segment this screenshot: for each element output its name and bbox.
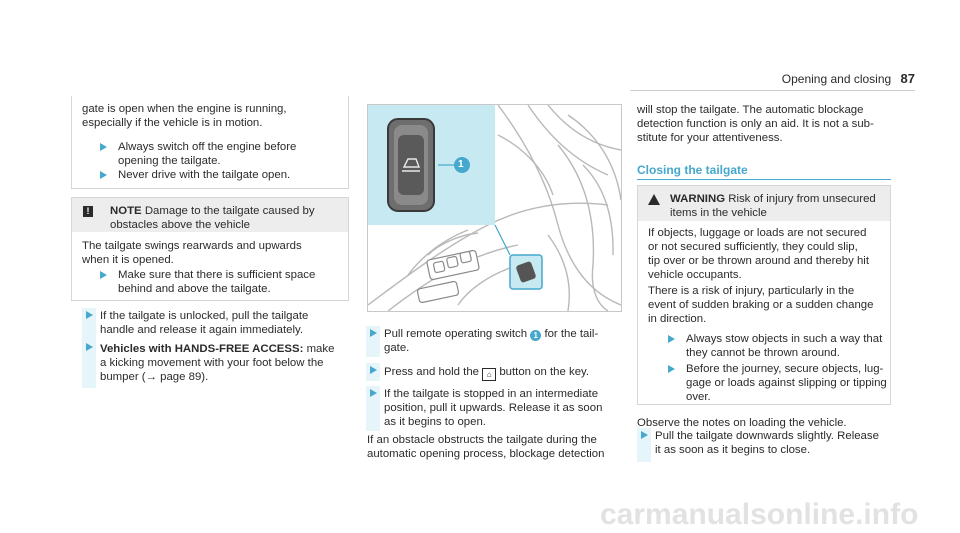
bullet-arrow-icon — [668, 335, 675, 343]
note-title-text: Damage to the tailgate caused by — [144, 205, 315, 217]
bullet-arrow-icon — [100, 171, 107, 179]
intro-line-2: especially if the vehicle is in motion. — [82, 117, 263, 129]
body-text: will stop the tailgate. The automatic bl… — [637, 104, 864, 116]
intro-line-1: gate is open when the engine is running, — [82, 103, 287, 115]
body-text: detection function is only an aid. It is… — [637, 118, 874, 130]
warning-text: or not secured sufficiently, they could … — [648, 241, 858, 253]
step-arrow-icon — [86, 343, 93, 351]
bullet-text: Make sure that there is sufficient space — [118, 269, 316, 281]
safety-box: gate is open when the engine is running,… — [71, 96, 349, 189]
step-arrow-icon — [370, 389, 377, 397]
step-marker — [366, 326, 380, 357]
bullet-text: behind and above the tailgate. — [118, 283, 271, 295]
warning-text: in direction. — [648, 313, 707, 325]
warning-title-line2: items in the vehicle — [670, 207, 767, 219]
warning-box: WARNING Risk of injury from unsecured it… — [637, 185, 891, 405]
step-text: Pull the tailgate downwards slightly. Re… — [655, 430, 879, 442]
warning-title-text: Risk of injury from unsecured — [728, 193, 876, 205]
step-press-hold: Press and hold the ⌂ button on the key. — [384, 365, 589, 381]
bullet-text: Before the journey, secure objects, lug- — [686, 363, 884, 375]
warning-title: WARNING Risk of injury from unsecured — [670, 192, 876, 206]
step-text: gate. — [384, 342, 410, 354]
step-arrow-icon — [370, 329, 377, 337]
step-text: for the tail- — [544, 328, 599, 340]
step-text: handle and release it again immediately. — [100, 324, 304, 336]
note-title: NOTE Damage to the tailgate caused by — [110, 204, 315, 218]
note-box: ! NOTE Damage to the tailgate caused by … — [71, 197, 349, 301]
step-text: If the tailgate is unlocked, pull the ta… — [100, 310, 309, 322]
bullet-text: over. — [686, 391, 711, 403]
step-arrow-icon — [370, 366, 377, 374]
tailgate-symbol-icon — [402, 158, 421, 172]
callout-number: 1 — [458, 159, 464, 170]
body-text: automatic opening process, blockage dete… — [367, 448, 605, 460]
step-marker — [366, 386, 380, 431]
bullet-text: Always switch off the engine before — [118, 141, 297, 153]
step-text: position, pull it upwards. Release it as… — [384, 402, 603, 414]
tailgate-key-icon: ⌂ — [482, 368, 497, 381]
step-arrow-icon — [86, 311, 93, 319]
warning-label: WARNING — [670, 193, 726, 205]
warning-triangle-icon — [648, 194, 660, 205]
warning-text: vehicle occupants. — [648, 269, 742, 281]
step-pull-switch: Pull remote operating switch 1 for the t… — [384, 327, 598, 341]
warning-text: tip over or be thrown around and thereby… — [648, 255, 869, 267]
note-label: NOTE — [110, 205, 142, 217]
section-title: Opening and closing — [781, 72, 892, 86]
warning-text: If objects, luggage or loads are not sec… — [648, 227, 867, 239]
step-marker — [366, 363, 380, 381]
running-header: Opening and closing 87 — [700, 71, 915, 86]
hands-free-text: bumper (→ page 89). — [100, 371, 209, 383]
door-panel-illustration — [368, 105, 621, 311]
warning-text: There is a risk of injury, particularly … — [648, 285, 855, 297]
header-rule — [630, 90, 915, 91]
note-header: ! NOTE Damage to the tailgate caused by … — [72, 198, 348, 232]
bullet-arrow-icon — [668, 365, 675, 373]
warning-text: event of sudden braking or a sudden chan… — [648, 299, 874, 311]
bullet-text: Always stow objects in such a way that — [686, 333, 883, 345]
note-body-line: when it is opened. — [82, 254, 174, 266]
step-marker — [637, 428, 651, 462]
heading-rule — [637, 179, 891, 180]
step-text: it as soon as it begins to close. — [655, 444, 811, 456]
bullet-text: they cannot be thrown around. — [686, 347, 840, 359]
hands-free-text: make — [306, 343, 335, 355]
hands-free-text: a kicking movement with your foot below … — [100, 357, 324, 369]
body-text: Observe the notes on loading the vehicle… — [637, 417, 847, 429]
bullet-arrow-icon — [100, 143, 107, 151]
section-heading: Closing the tailgate — [637, 163, 748, 177]
callout-ref-badge: 1 — [530, 330, 542, 341]
warning-header: WARNING Risk of injury from unsecured it… — [638, 186, 890, 221]
bullet-text: gage or loads against slipping or tippin… — [686, 377, 887, 389]
bullet-text: opening the tailgate. — [118, 155, 221, 167]
note-icon: ! — [83, 206, 93, 217]
step-marker — [82, 340, 96, 388]
hands-free-line-1: Vehicles with HANDS-FREE ACCESS: make — [100, 342, 334, 356]
bullet-arrow-icon — [100, 271, 107, 279]
step-arrow-icon — [641, 431, 648, 439]
step-text: Press and hold the — [384, 366, 479, 378]
step-text: as it begins to open. — [384, 416, 486, 428]
note-body-line: The tailgate swings rearwards and upward… — [82, 240, 302, 252]
body-text: stitute for your attentiveness. — [637, 132, 783, 144]
hands-free-label: Vehicles with HANDS-FREE ACCESS: — [100, 343, 304, 355]
callout-1-icon — [454, 157, 470, 173]
watermark: carmanualsonline.info — [600, 498, 919, 531]
body-text: If an obstacle obstructs the tailgate du… — [367, 434, 597, 446]
tailgate-switch-figure: 1 — [367, 104, 622, 312]
step-text: If the tailgate is stopped in an interme… — [384, 388, 599, 400]
note-title-line2: obstacles above the vehicle — [110, 219, 250, 231]
bullet-text: Never drive with the tailgate open. — [118, 169, 291, 181]
step-text: button on the key. — [499, 366, 590, 378]
page-number: 87 — [900, 71, 915, 86]
step-marker — [82, 308, 96, 342]
step-text: Pull remote operating switch — [384, 328, 528, 340]
